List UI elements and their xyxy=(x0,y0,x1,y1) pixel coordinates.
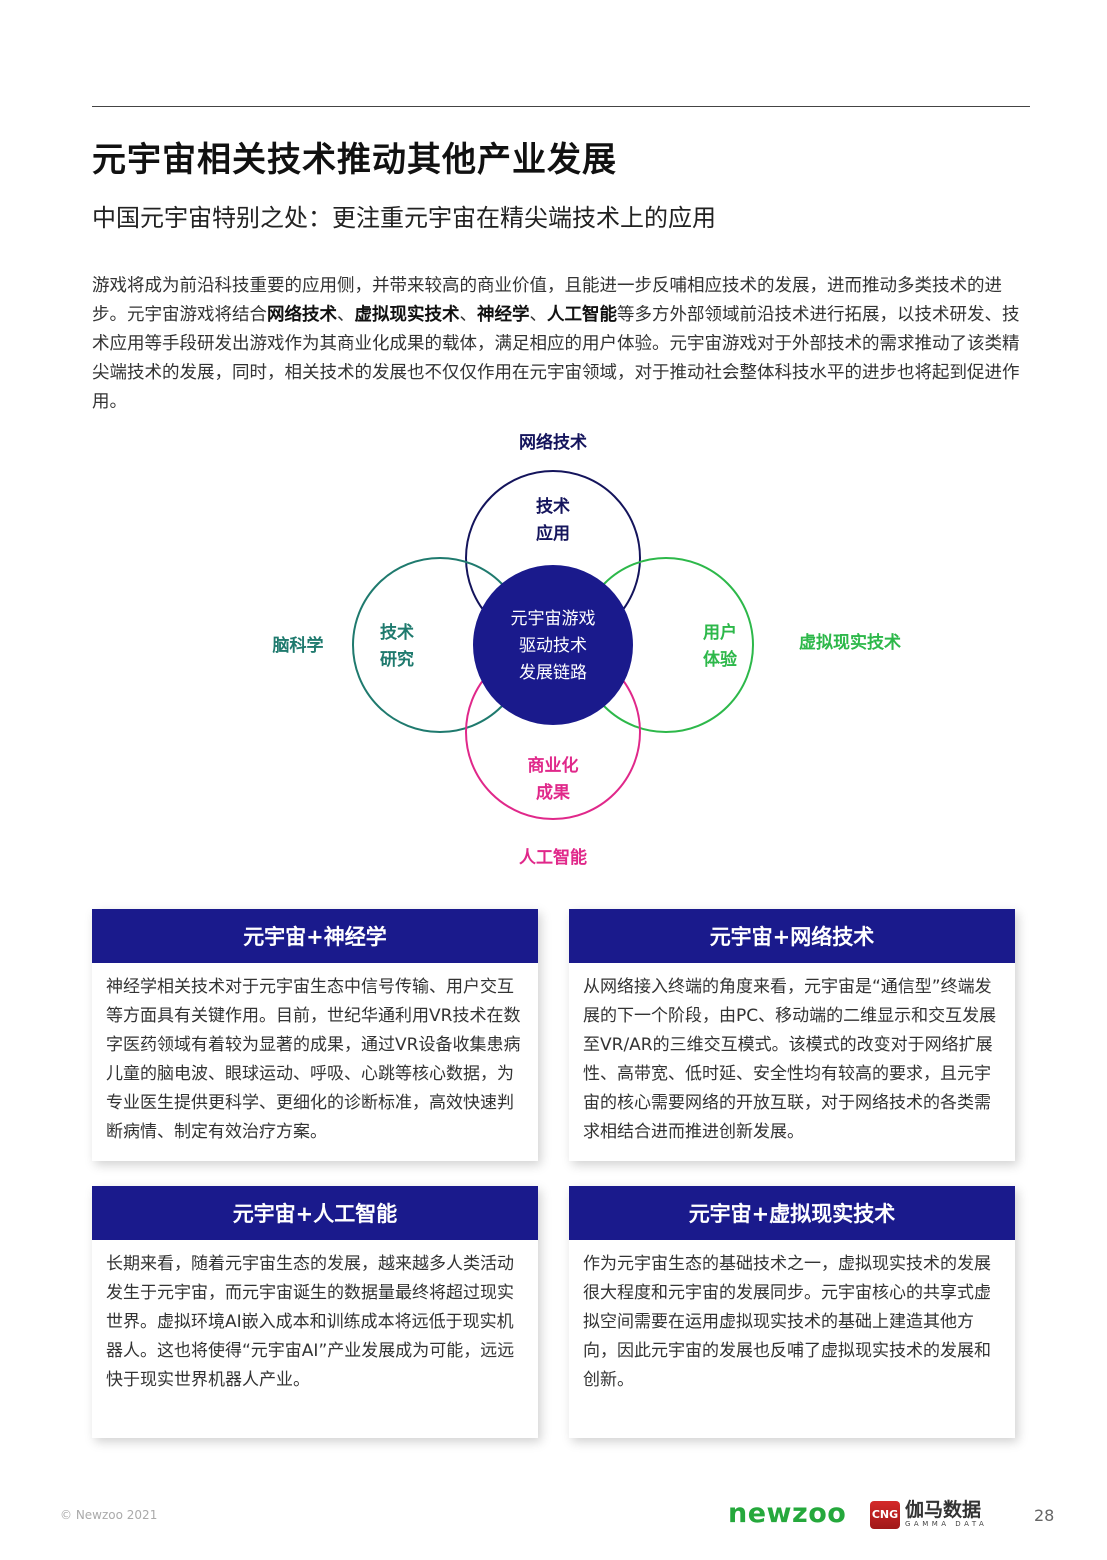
intro-bold: 网络技术 xyxy=(267,305,337,325)
header-rule xyxy=(92,106,1030,107)
page-number: 28 xyxy=(1034,1506,1055,1525)
center-line: 元宇宙游戏 xyxy=(510,609,596,629)
copyright: © Newzoo 2021 xyxy=(60,1508,158,1522)
center-line: 发展链路 xyxy=(519,663,587,683)
card-network: 元宇宙+网络技术 从网络接入终端的角度来看，元宇宙是“通信型”终端发展的下一个阶… xyxy=(569,909,1015,1161)
gamma-data-logo: CNG 伽马数据 GAMMA DATA xyxy=(870,1500,987,1529)
inner-label-left: 技术 研究 xyxy=(357,620,437,674)
card-title: 元宇宙+虚拟现实技术 xyxy=(569,1186,1015,1240)
card-vr: 元宇宙+虚拟现实技术 作为元宇宙生态的基础技术之一，虚拟现实技术的发展很大程度和… xyxy=(569,1186,1015,1438)
intro-sep: 、 xyxy=(459,305,478,325)
card-body: 神经学相关技术对于元宇宙生态中信号传输、用户交互等方面具有关键作用。目前，世纪华… xyxy=(106,977,521,1142)
card-neuroscience: 元宇宙+神经学 神经学相关技术对于元宇宙生态中信号传输、用户交互等方面具有关键作… xyxy=(92,909,538,1161)
intro-text: 游戏将成为前沿科技重要的应用侧，并带来较高的商业价值，且能进一步反哺相应技术的发… xyxy=(92,276,1002,325)
gamma-en-name: GAMMA DATA xyxy=(905,1520,988,1528)
center-label: 元宇宙游戏 驱动技术 发展链路 xyxy=(493,606,613,687)
card-title: 元宇宙+网络技术 xyxy=(569,909,1015,963)
inner-line: 研究 xyxy=(380,650,414,670)
card-ai: 元宇宙+人工智能 长期来看，随着元宇宙生态的发展，越来越多人类活动发生于元宇宙，… xyxy=(92,1186,538,1438)
intro-bold: 虚拟现实技术 xyxy=(354,305,460,325)
intro-sep: 、 xyxy=(337,305,355,325)
inner-label-top: 技术 应用 xyxy=(513,494,593,548)
inner-line: 成果 xyxy=(536,783,570,803)
outer-label-bottom: 人工智能 xyxy=(519,848,587,868)
page-subtitle: 中国元宇宙特别之处：更注重元宇宙在精尖端技术上的应用 xyxy=(92,204,716,232)
outer-label-left: 脑科学 xyxy=(272,636,324,656)
intro-sep: 、 xyxy=(529,305,548,325)
inner-line: 技术 xyxy=(536,497,570,517)
card-title: 元宇宙+人工智能 xyxy=(92,1186,538,1240)
card-body: 作为元宇宙生态的基础技术之一，虚拟现实技术的发展很大程度和元宇宙的发展同步。元宇… xyxy=(583,1254,991,1390)
outer-label-top: 网络技术 xyxy=(519,433,587,453)
intro-paragraph: 游戏将成为前沿科技重要的应用侧，并带来较高的商业价值，且能进一步反哺相应技术的发… xyxy=(92,272,1027,417)
intro-bold: 神经学 xyxy=(477,305,530,325)
inner-label-bottom: 商业化 成果 xyxy=(503,753,603,807)
outer-label-right: 虚拟现实技术 xyxy=(799,633,901,653)
inner-line: 体验 xyxy=(703,650,737,670)
card-body: 从网络接入终端的角度来看，元宇宙是“通信型”终端发展的下一个阶段，由PC、移动端… xyxy=(583,977,997,1142)
center-line: 驱动技术 xyxy=(519,636,587,656)
cng-logo-icon: CNG xyxy=(870,1500,900,1529)
gamma-cn-name: 伽马数据 xyxy=(905,1499,982,1521)
inner-line: 用户 xyxy=(703,623,737,643)
card-body: 长期来看，随着元宇宙生态的发展，越来越多人类活动发生于元宇宙，而元宇宙诞生的数据… xyxy=(106,1254,515,1390)
inner-line: 技术 xyxy=(380,623,414,643)
newzoo-logo: newzoo xyxy=(728,1498,847,1529)
intro-text: 等多方外部领域前沿技术进行拓展，以技术研发、技术应用等手段研发出游戏作为其商业化… xyxy=(92,305,1020,412)
inner-line: 商业化 xyxy=(527,756,579,776)
inner-label-right: 用户 体验 xyxy=(680,620,760,674)
card-title: 元宇宙+神经学 xyxy=(92,909,538,963)
page-title: 元宇宙相关技术推动其他产业发展 xyxy=(92,140,617,180)
inner-line: 应用 xyxy=(536,524,570,544)
intro-bold: 人工智能 xyxy=(547,305,617,325)
